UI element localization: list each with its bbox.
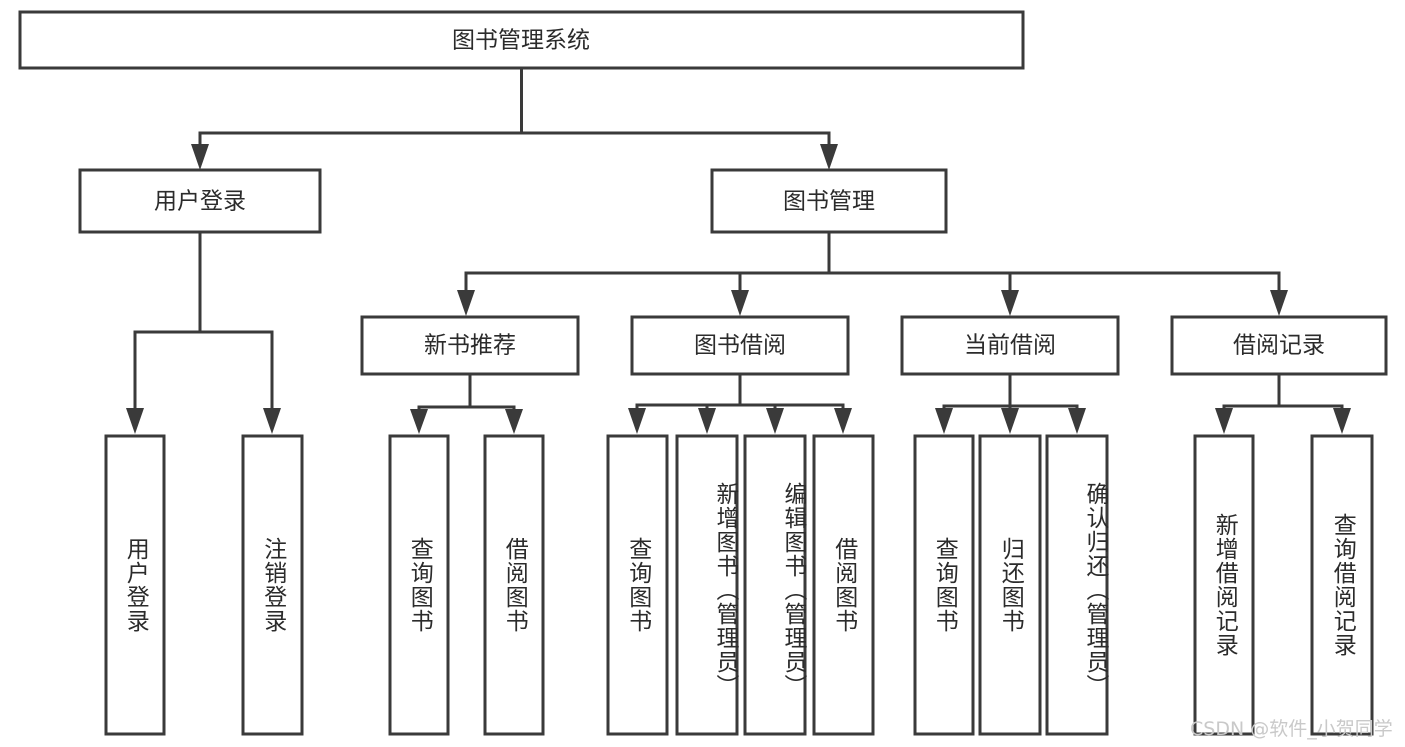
arrow-to-leaf-query-book-borrow-icon <box>628 408 646 434</box>
node-new-book-recommend-box[interactable] <box>360 315 580 376</box>
arrow-to-book-manage-icon <box>820 144 838 170</box>
node-borrow-record[interactable]: 借阅记录 <box>1170 315 1388 376</box>
node-new-book-recommend[interactable]: 新书推荐 <box>360 315 580 376</box>
arrow-to-borrow-record-icon <box>1270 290 1288 316</box>
node-leaf-borrow-book-box[interactable] <box>812 434 875 736</box>
arrow-to-user-login-icon <box>191 144 209 170</box>
node-leaf-query-book-current-box[interactable] <box>913 434 975 736</box>
node-book-borrow-label: 图书借阅 <box>694 333 786 359</box>
connector-group-current-borrow <box>935 372 1086 434</box>
node-leaf-query-borrow-record-box[interactable] <box>1310 434 1374 736</box>
node-user-login-label: 用户登录 <box>154 189 246 215</box>
leaf-box-group <box>104 434 1374 736</box>
connector-group-borrow-record <box>1215 372 1351 434</box>
node-current-borrow[interactable]: 当前借阅 <box>900 315 1120 376</box>
node-leaf-return-book-box[interactable] <box>978 434 1042 736</box>
csdn-watermark: CSDN @软件_小贺同学 <box>1190 718 1393 740</box>
node-book-manage-box[interactable] <box>710 168 948 234</box>
connector-group-user-login <box>126 230 281 434</box>
node-leaf-add-book-admin-box[interactable] <box>675 434 739 736</box>
node-book-borrow-box[interactable] <box>630 315 850 376</box>
node-current-borrow-label: 当前借阅 <box>964 333 1056 359</box>
connector-group-new-book-recommend <box>410 372 523 434</box>
arrow-to-leaf-edit-book-admin-icon <box>766 408 784 434</box>
arrow-to-leaf-query-book-recommend-icon <box>410 409 428 434</box>
arrow-to-leaf-query-book-current-icon <box>935 408 953 434</box>
arrow-to-leaf-user-login-icon <box>126 408 144 434</box>
arrow-to-leaf-add-borrow-record-icon <box>1215 408 1233 434</box>
node-leaf-edit-book-admin-box[interactable] <box>743 434 807 736</box>
node-book-manage-label: 图书管理 <box>783 189 875 215</box>
arrow-to-leaf-query-borrow-record-icon <box>1333 408 1351 434</box>
connector-group-book-manage <box>457 230 1288 316</box>
node-leaf-borrow-book-recommend-box[interactable] <box>483 434 545 736</box>
arrow-to-leaf-borrow-book-icon <box>834 408 852 434</box>
node-leaf-confirm-return-admin-box[interactable] <box>1045 434 1109 736</box>
node-new-book-recommend-label: 新书推荐 <box>424 333 516 359</box>
arrow-to-book-borrow-icon <box>731 290 749 316</box>
arrow-to-current-borrow-icon <box>1001 290 1019 316</box>
node-book-borrow[interactable]: 图书借阅 <box>630 315 850 376</box>
arrow-to-leaf-logout-login-icon <box>263 408 281 434</box>
node-borrow-record-box[interactable] <box>1170 315 1388 376</box>
node-book-manage[interactable]: 图书管理 <box>710 168 948 234</box>
node-user-login-box[interactable] <box>78 168 322 234</box>
node-leaf-add-borrow-record-box[interactable] <box>1193 434 1255 736</box>
arrow-to-leaf-confirm-return-admin-icon <box>1068 408 1086 434</box>
node-root-label: 图书管理系统 <box>452 28 590 54</box>
node-root-box[interactable] <box>18 10 1025 70</box>
connector-group-root <box>191 66 838 170</box>
node-leaf-query-book-recommend-box[interactable] <box>388 434 450 736</box>
node-user-login[interactable]: 用户登录 <box>78 168 322 234</box>
node-leaf-query-book-borrow-box[interactable] <box>606 434 669 736</box>
connector-group-book-borrow <box>628 372 852 434</box>
arrow-to-leaf-borrow-book-recommend-icon <box>505 409 523 434</box>
node-root[interactable]: 图书管理系统 <box>18 10 1025 70</box>
arrow-to-leaf-return-book-icon <box>1001 408 1019 434</box>
node-current-borrow-box[interactable] <box>900 315 1120 376</box>
arrow-to-leaf-add-book-admin-icon <box>698 408 716 434</box>
node-borrow-record-label: 借阅记录 <box>1233 333 1325 359</box>
arrow-to-new-book-recommend-icon <box>457 290 475 316</box>
node-leaf-logout-login-box[interactable] <box>241 434 304 736</box>
node-leaf-user-login-box[interactable] <box>104 434 166 736</box>
